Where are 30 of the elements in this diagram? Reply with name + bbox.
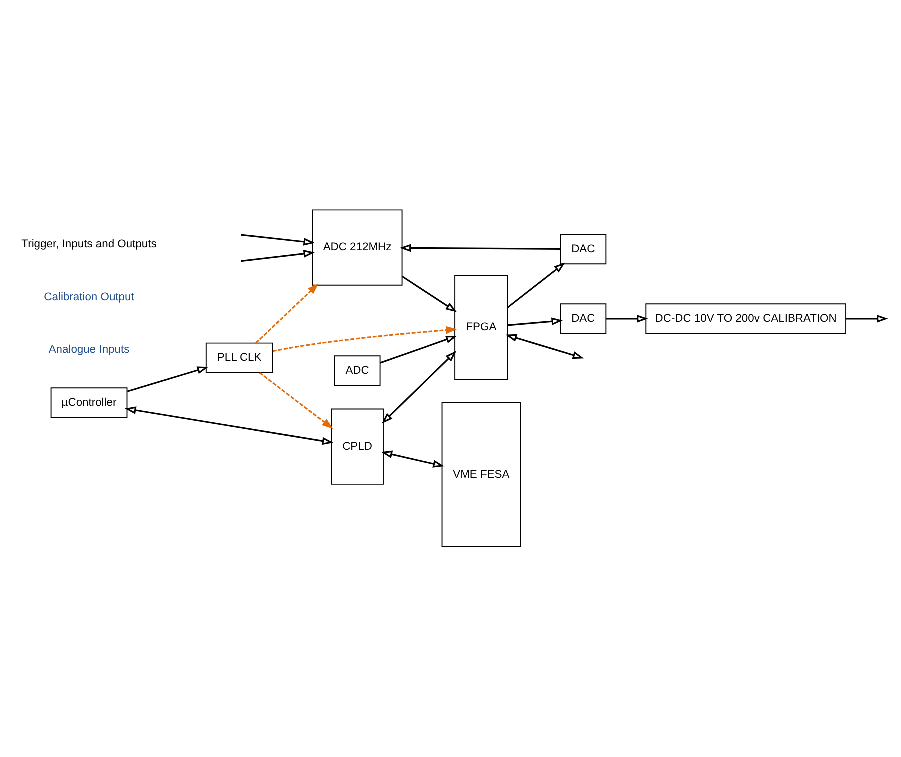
- node-box: DC-DC 10V TO 200v CALIBRATION: [646, 304, 846, 334]
- node-box: PLL CLK: [206, 342, 274, 374]
- arrow: [241, 250, 315, 262]
- arrow: [256, 284, 319, 344]
- arrow: [402, 276, 458, 312]
- arrow: [272, 326, 458, 352]
- node-box: VME FESA: [442, 402, 522, 548]
- arrow: [846, 315, 888, 323]
- arrow: [382, 351, 457, 424]
- arrow: [125, 406, 334, 446]
- arrow: [606, 315, 648, 323]
- node-box: µController: [50, 388, 128, 418]
- arrow: [381, 450, 444, 468]
- label: Trigger, Inputs and Outputs: [22, 238, 157, 251]
- node-box: CPLD: [331, 408, 384, 485]
- arrow: [241, 234, 315, 246]
- arrow: [508, 318, 563, 326]
- node-box: DAC: [560, 304, 607, 334]
- node-box: DAC: [560, 234, 607, 265]
- arrow: [506, 334, 584, 360]
- arrow: [259, 372, 334, 430]
- label: Analogue Inputs: [48, 344, 130, 356]
- arrow: [400, 244, 560, 252]
- arrow: [380, 336, 458, 364]
- arrow: [127, 366, 209, 392]
- arrow: [508, 262, 566, 308]
- node-box: ADC 212MHz: [312, 210, 403, 286]
- node-box: ADC: [334, 356, 381, 386]
- label: Calibration Output: [44, 291, 134, 304]
- node-box: FPGA: [454, 275, 508, 380]
